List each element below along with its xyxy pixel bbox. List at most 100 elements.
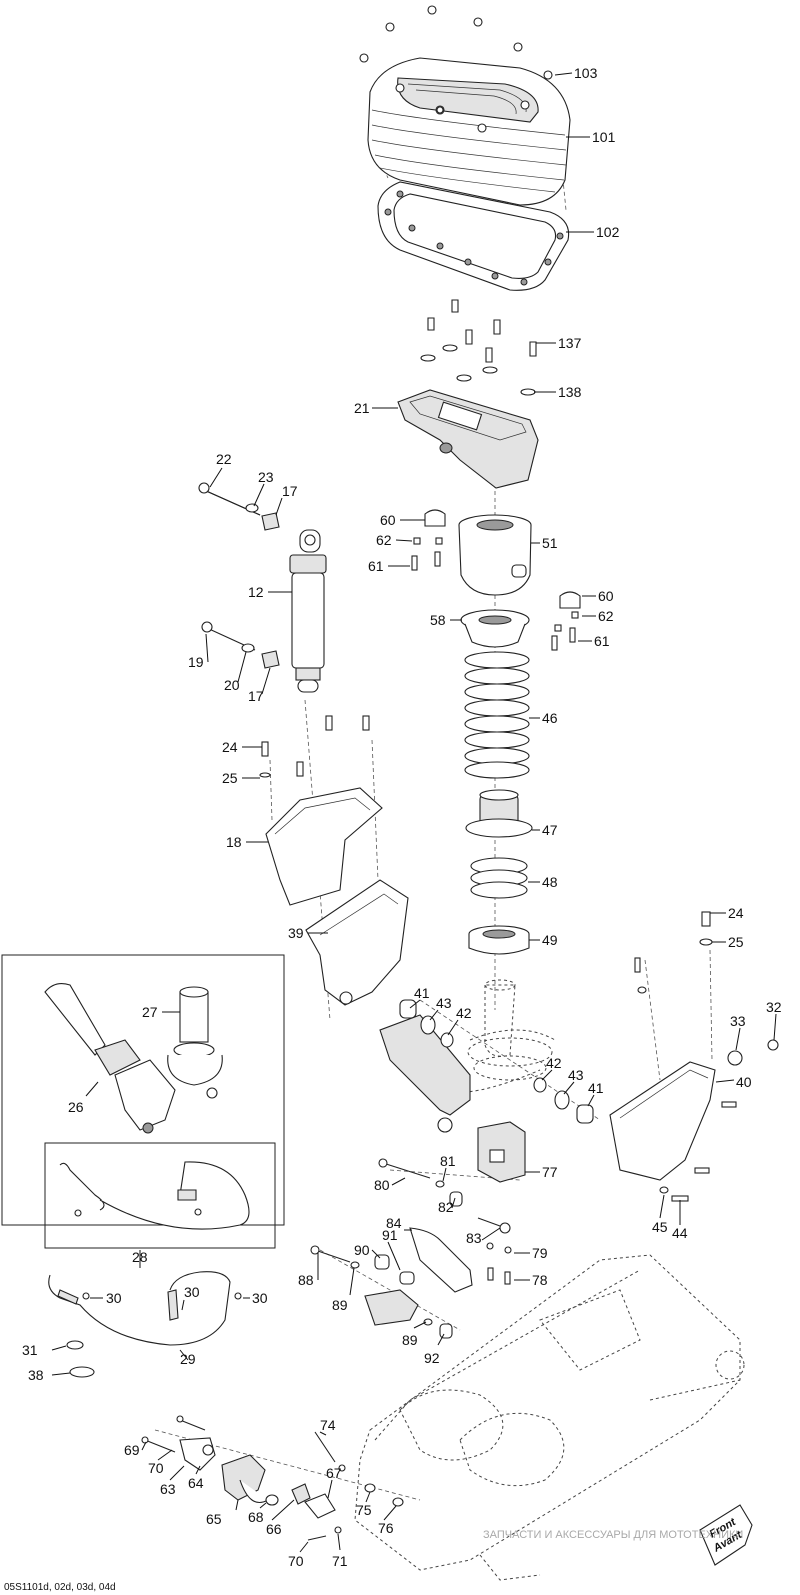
callout-83: 83 xyxy=(466,1230,482,1246)
callout-58: 58 xyxy=(430,612,446,628)
callout-31: 31 xyxy=(22,1342,38,1358)
spring-clamps xyxy=(411,509,581,651)
callout-70-top: 70 xyxy=(148,1460,164,1476)
callout-89-top: 89 xyxy=(332,1297,348,1313)
callout-71: 71 xyxy=(332,1553,348,1569)
callout-21: 21 xyxy=(354,400,370,416)
bushings-41-43-42 xyxy=(399,999,594,1124)
sensor-parts xyxy=(141,1415,404,1541)
callout-17-bottom: 17 xyxy=(248,688,264,704)
block-77 xyxy=(477,1121,526,1183)
callout-26: 26 xyxy=(68,1099,84,1115)
callout-82: 82 xyxy=(438,1199,454,1215)
callout-90: 90 xyxy=(354,1242,370,1258)
callout-39: 39 xyxy=(288,925,304,941)
link-84-pins xyxy=(310,1158,512,1339)
callout-48: 48 xyxy=(542,874,558,890)
callout-63: 63 xyxy=(160,1481,176,1497)
inset-box xyxy=(1,954,285,1249)
bracket-18 xyxy=(259,715,383,906)
cable-29 xyxy=(48,1271,242,1378)
callout-92: 92 xyxy=(424,1350,440,1366)
callout-62-left: 62 xyxy=(376,532,392,548)
air-box-gasket xyxy=(377,181,570,291)
callout-78: 78 xyxy=(532,1272,548,1288)
callout-74: 74 xyxy=(320,1417,336,1433)
shock-absorber xyxy=(198,482,327,693)
callout-24-left: 24 xyxy=(222,739,238,755)
callout-75: 75 xyxy=(356,1502,372,1518)
watermark-text: ЗАПЧАСТИ И АКСЕССУАРЫ ДЛЯ МОТОТЕХНИКИ xyxy=(483,1529,743,1541)
callout-labels: 103 101 102 137 138 21 22 23 17 12 19 20… xyxy=(22,65,782,1569)
callout-76: 76 xyxy=(378,1520,394,1536)
callout-47: 47 xyxy=(542,822,558,838)
callout-89-bottom: 89 xyxy=(402,1332,418,1348)
callout-101: 101 xyxy=(592,129,616,145)
arm-39 xyxy=(305,879,409,1006)
drawing-reference-code: 05S1101d, 02d, 03d, 04d xyxy=(4,1582,116,1593)
callout-43-right: 43 xyxy=(568,1067,584,1083)
callout-30-mid: 30 xyxy=(184,1284,200,1300)
callout-62-right: 62 xyxy=(598,608,614,624)
coil-spring xyxy=(464,651,530,779)
spring-seat-58 xyxy=(460,609,530,648)
callout-46: 46 xyxy=(542,710,558,726)
callout-40: 40 xyxy=(736,1074,752,1090)
cover-screws xyxy=(359,5,553,114)
spring-adapter-47 xyxy=(465,789,533,838)
callout-22: 22 xyxy=(216,451,232,467)
callout-67: 67 xyxy=(326,1465,342,1481)
callout-103: 103 xyxy=(574,65,598,81)
callout-12: 12 xyxy=(248,584,264,600)
air-box-cover xyxy=(367,57,571,206)
callout-61-left: 61 xyxy=(368,558,384,574)
callout-20: 20 xyxy=(224,677,240,693)
callout-88: 88 xyxy=(298,1272,314,1288)
tunnel-frame xyxy=(354,1254,745,1581)
callout-19: 19 xyxy=(188,654,204,670)
callout-77: 77 xyxy=(542,1164,558,1180)
callout-30-right: 30 xyxy=(252,1290,268,1306)
callout-41-left: 41 xyxy=(414,985,430,1001)
callout-60-right: 60 xyxy=(598,588,614,604)
callout-29: 29 xyxy=(180,1351,196,1367)
callout-43-left: 43 xyxy=(436,995,452,1011)
spring-top-cup xyxy=(458,514,532,596)
callout-65: 65 xyxy=(206,1511,222,1527)
callout-61-right: 61 xyxy=(594,633,610,649)
callout-81: 81 xyxy=(440,1153,456,1169)
spring-ring-49 xyxy=(468,925,530,955)
callout-30-left: 30 xyxy=(106,1290,122,1306)
callout-79: 79 xyxy=(532,1245,548,1261)
spring-48 xyxy=(470,857,528,899)
callout-102: 102 xyxy=(596,224,620,240)
callout-80: 80 xyxy=(374,1177,390,1193)
callout-42-left: 42 xyxy=(456,1005,472,1021)
callout-38: 38 xyxy=(28,1367,44,1383)
callout-18: 18 xyxy=(226,834,242,850)
callout-28: 28 xyxy=(132,1249,148,1265)
callout-60-left: 60 xyxy=(380,512,396,528)
callout-138: 138 xyxy=(558,384,582,400)
arm-40 xyxy=(609,911,779,1202)
front-avant-badge: Front Avant xyxy=(699,1504,753,1566)
callout-24-right: 24 xyxy=(728,905,744,921)
top-mount-plate xyxy=(397,389,539,489)
callout-25-right: 25 xyxy=(728,934,744,950)
callout-32: 32 xyxy=(766,999,782,1015)
top-plate-bolts xyxy=(420,299,537,396)
leader-lines xyxy=(51,72,777,1553)
callout-23: 23 xyxy=(258,469,274,485)
callout-69: 69 xyxy=(124,1442,140,1458)
callout-91: 91 xyxy=(382,1227,398,1243)
callout-84: 84 xyxy=(386,1215,402,1231)
callout-66: 66 xyxy=(266,1521,282,1537)
callout-33: 33 xyxy=(730,1013,746,1029)
callout-25-left: 25 xyxy=(222,770,238,786)
watermark: ЗАПЧАСТИ И АКСЕССУАРЫ ДЛЯ МОТОТЕХНИКИ xyxy=(483,1529,743,1541)
callout-70-bottom: 70 xyxy=(288,1553,304,1569)
callout-49: 49 xyxy=(542,932,558,948)
callout-64: 64 xyxy=(188,1475,204,1491)
callout-137: 137 xyxy=(558,335,582,351)
